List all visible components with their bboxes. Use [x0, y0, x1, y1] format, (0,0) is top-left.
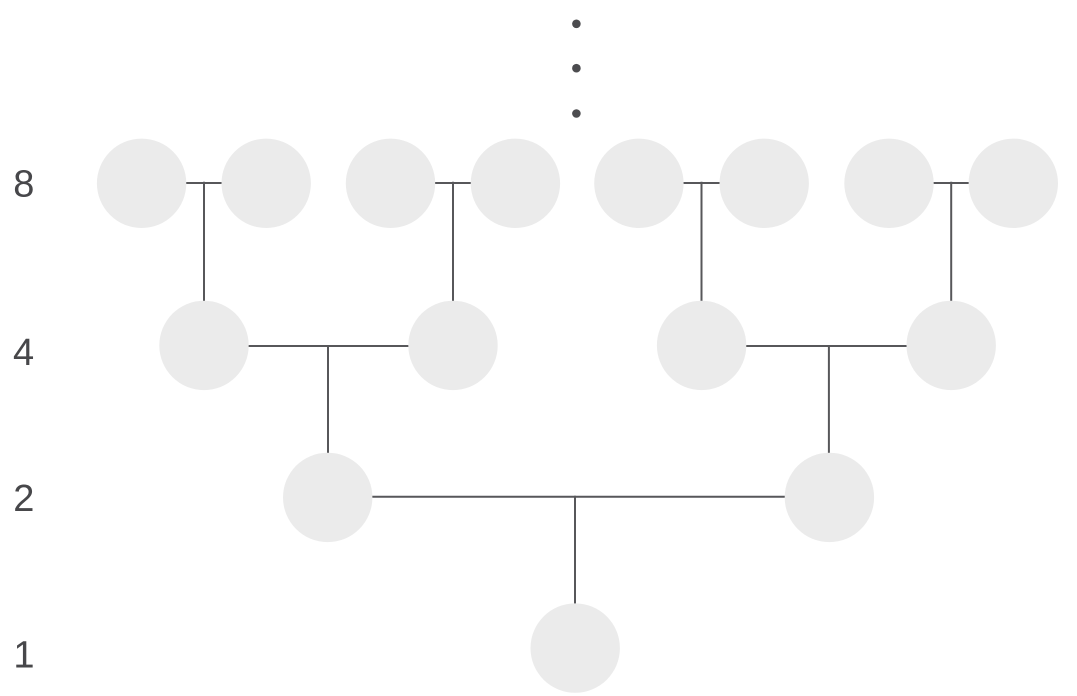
- svg-text:1: 1: [13, 634, 34, 676]
- svg-text:8: 8: [13, 164, 34, 206]
- svg-text:4: 4: [13, 332, 34, 374]
- svg-text:2: 2: [13, 478, 34, 520]
